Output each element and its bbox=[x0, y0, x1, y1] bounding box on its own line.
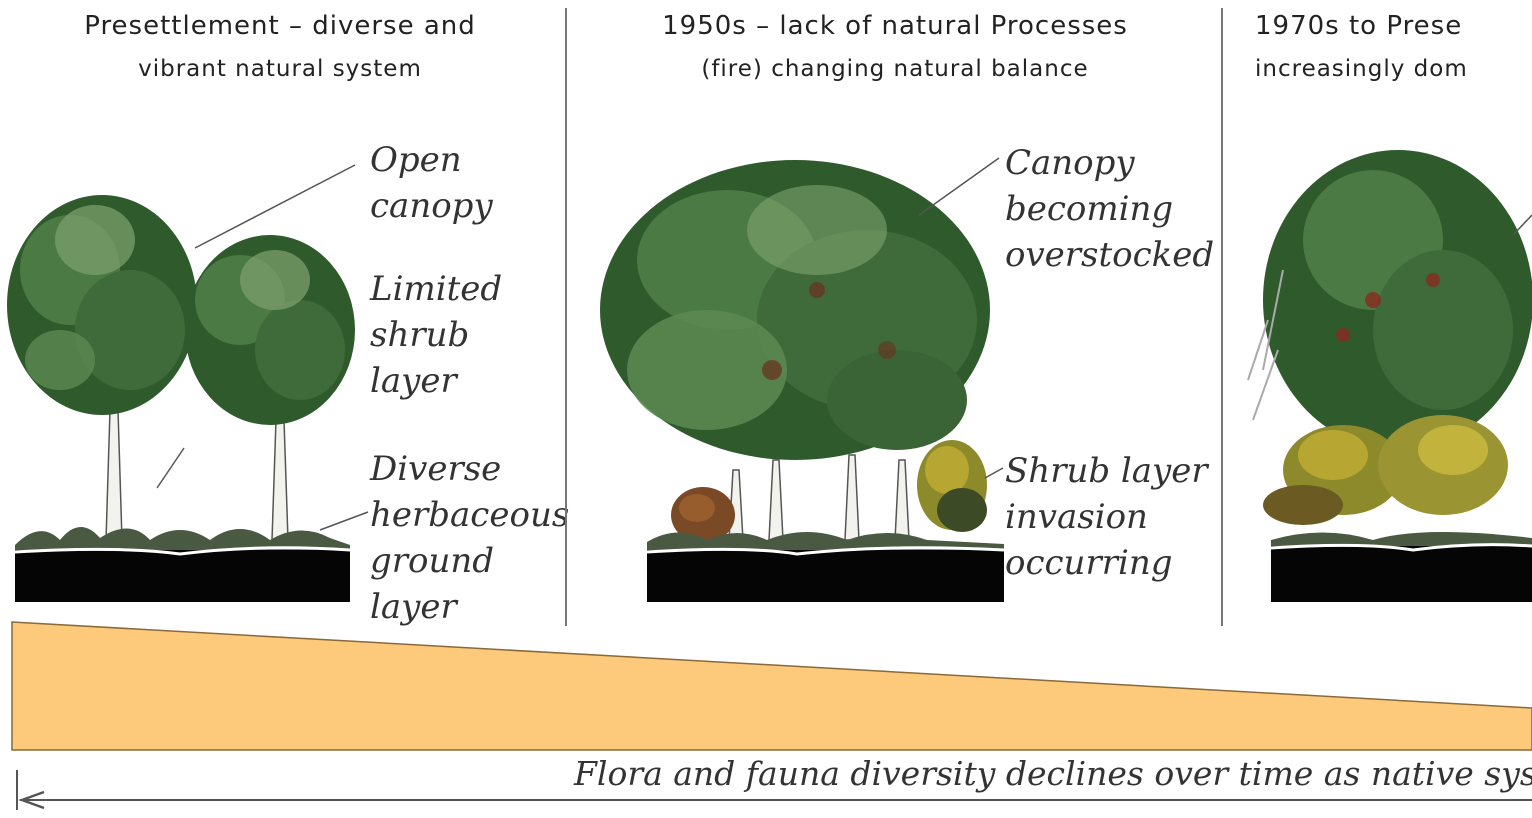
tree-trunk bbox=[769, 460, 783, 540]
annotation-diverse-ground: Diverse herbaceous ground layer bbox=[370, 446, 569, 630]
soil-layer bbox=[15, 550, 350, 602]
panel-3-title-line1: 1970s to Prese bbox=[1255, 6, 1532, 46]
annotation-line: ground bbox=[370, 538, 569, 584]
annotation-limited-shrub: Limited shrub layer bbox=[370, 266, 502, 404]
panel-1950s: 1950s – lack of natural Processes (fire)… bbox=[567, 0, 1222, 630]
annotation-line: occurring bbox=[1005, 540, 1208, 586]
annotation-line: becoming bbox=[1005, 186, 1214, 232]
annotation-line: shrub bbox=[370, 312, 502, 358]
panel-2-title: 1950s – lack of natural Processes (fire)… bbox=[587, 6, 1203, 92]
diversity-decline-wedge bbox=[0, 610, 1532, 760]
leader-line-shrub bbox=[985, 468, 1003, 478]
annotation-line: Shrub layer bbox=[1005, 448, 1208, 494]
timeline-arrow bbox=[0, 760, 1532, 814]
arrow-shape bbox=[0, 760, 1532, 814]
annotation-line: layer bbox=[370, 358, 502, 404]
panel-presettlement: Presettlement – diverse and vibrant natu… bbox=[0, 0, 566, 630]
tree-trunk bbox=[895, 460, 909, 540]
dominated-canopy bbox=[1263, 150, 1532, 450]
annotation-line: Limited bbox=[370, 266, 502, 312]
tree-trunk bbox=[272, 420, 288, 540]
tree-canopy-left bbox=[7, 195, 197, 415]
soil-layer bbox=[647, 550, 1004, 602]
panel-2-title-line2: (fire) changing natural balance bbox=[587, 46, 1203, 92]
panel-1970s-present: 1970s to Prese increasingly dom bbox=[1223, 0, 1532, 630]
1970s-illustration bbox=[1223, 120, 1532, 620]
annotation-canopy-overstocked: Canopy becoming overstocked bbox=[1005, 140, 1214, 278]
tree-trunk bbox=[106, 410, 122, 540]
leader-line-ground bbox=[320, 512, 368, 530]
wedge-shape bbox=[0, 610, 1532, 760]
annotation-line: Open bbox=[370, 137, 493, 183]
annotation-line: overstocked bbox=[1005, 232, 1214, 278]
leader-line-shrub bbox=[157, 448, 184, 488]
annotation-line: canopy bbox=[370, 183, 493, 229]
panel-1-title: Presettlement – diverse and vibrant natu… bbox=[20, 6, 540, 92]
panel-1-title-line1: Presettlement – diverse and bbox=[20, 6, 540, 46]
annotation-line: Canopy bbox=[1005, 140, 1214, 186]
annotation-line: invasion bbox=[1005, 494, 1208, 540]
leader-line-canopy bbox=[919, 158, 999, 215]
shrub-yellow-invasive bbox=[917, 440, 987, 532]
tree-canopy-right bbox=[185, 235, 355, 425]
panel-1-title-line2: vibrant natural system bbox=[20, 46, 540, 92]
annotation-open-canopy: Open canopy bbox=[370, 137, 493, 229]
soil-layer bbox=[1271, 546, 1532, 602]
panel-3-title-line2: increasingly dom bbox=[1255, 46, 1532, 92]
panel-3-title: 1970s to Prese increasingly dom bbox=[1255, 6, 1532, 92]
annotation-line: Diverse bbox=[370, 446, 569, 492]
overstocked-canopy bbox=[600, 160, 990, 460]
leader-line bbox=[1513, 215, 1532, 235]
tree-trunk bbox=[845, 455, 859, 540]
panel-2-title-line1: 1950s – lack of natural Processes bbox=[587, 6, 1203, 46]
annotation-line: herbaceous bbox=[370, 492, 569, 538]
annotation-shrub-invasion: Shrub layer invasion occurring bbox=[1005, 448, 1208, 586]
